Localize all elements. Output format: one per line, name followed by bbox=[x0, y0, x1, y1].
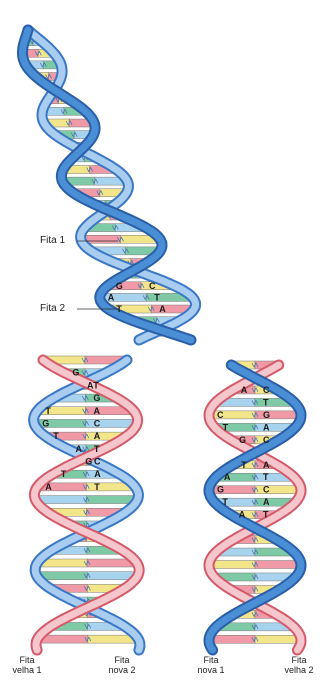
fita1-label: Fita 1 bbox=[40, 235, 65, 246]
base-letter-g: G bbox=[239, 435, 246, 445]
base-letter-g: G bbox=[263, 410, 270, 420]
bottom-label-line1: Fita bbox=[186, 655, 236, 665]
right-daughter-base-left bbox=[211, 635, 255, 643]
right-daughter-base-right bbox=[255, 411, 299, 419]
bottom-label-velha1: Fita velha 1 bbox=[2, 655, 52, 675]
base-letter-g: G bbox=[116, 281, 123, 291]
base-letter-a: A bbox=[263, 422, 270, 432]
base-letter-a: A bbox=[159, 304, 166, 314]
base-letter-t: T bbox=[61, 469, 67, 479]
right-daughter-base-right bbox=[255, 635, 299, 643]
base-letter-t: T bbox=[222, 497, 228, 507]
base-letter-a: A bbox=[94, 431, 101, 441]
base-letter-t: T bbox=[263, 510, 269, 520]
bottom-label-line2: velha 1 bbox=[2, 665, 52, 675]
base-letter-c: C bbox=[217, 410, 224, 420]
bottom-label-line2: nova 2 bbox=[97, 665, 147, 675]
bottom-label-line1: Fita bbox=[2, 655, 52, 665]
base-letter-c: C bbox=[149, 281, 156, 291]
fita2-label: Fita 2 bbox=[40, 303, 65, 314]
base-letter-a: A bbox=[108, 292, 115, 302]
base-letter-g: G bbox=[85, 457, 92, 467]
base-letter-c: C bbox=[263, 385, 270, 395]
base-letter-a: A bbox=[94, 406, 101, 416]
base-letter-c: C bbox=[263, 485, 270, 495]
base-letter-g: G bbox=[217, 485, 224, 495]
left-daughter-base-left bbox=[37, 496, 86, 504]
base-letter-c: C bbox=[263, 435, 270, 445]
base-letter-t: T bbox=[93, 380, 99, 390]
base-letter-a: A bbox=[263, 497, 270, 507]
bottom-label-line1: Fita bbox=[97, 655, 147, 665]
base-letter-c: C bbox=[94, 457, 101, 467]
bottom-label-nova2: Fita nova 2 bbox=[97, 655, 147, 675]
base-letter-t: T bbox=[263, 397, 269, 407]
base-letter-a: A bbox=[94, 469, 101, 479]
base-letter-g: G bbox=[93, 393, 100, 403]
bottom-label-line1: Fita bbox=[274, 655, 324, 665]
bottom-label-line2: nova 1 bbox=[186, 665, 236, 675]
base-letter-t: T bbox=[45, 406, 51, 416]
right-daughter-base-right bbox=[255, 486, 299, 494]
base-letter-t: T bbox=[223, 422, 229, 432]
base-letter-t: T bbox=[241, 460, 247, 470]
base-letter-t: T bbox=[53, 431, 59, 441]
base-letter-g: G bbox=[42, 418, 49, 428]
base-letter-c: C bbox=[94, 418, 101, 428]
base-letter-a: A bbox=[241, 385, 248, 395]
base-letter-a: A bbox=[224, 472, 231, 482]
base-letter-t: T bbox=[94, 444, 100, 454]
right-daughter-base-right bbox=[255, 561, 299, 569]
base-pairs bbox=[24, 38, 299, 644]
base-letter-a: A bbox=[45, 482, 52, 492]
base-letter-a: A bbox=[263, 460, 270, 470]
bottom-label-line2: velha 2 bbox=[274, 665, 324, 675]
base-letter-a: A bbox=[76, 444, 83, 454]
left-daughter-base-right bbox=[86, 496, 135, 504]
base-letter-a: A bbox=[239, 510, 246, 520]
base-letter-t: T bbox=[94, 482, 100, 492]
base-letter-g: G bbox=[72, 368, 79, 378]
bottom-label-velha2: Fita velha 2 bbox=[274, 655, 324, 675]
base-letter-t: T bbox=[154, 292, 160, 302]
right-daughter-base-left bbox=[211, 561, 255, 569]
bottom-label-nova1: Fita nova 1 bbox=[186, 655, 236, 675]
base-letter-t: T bbox=[263, 472, 269, 482]
